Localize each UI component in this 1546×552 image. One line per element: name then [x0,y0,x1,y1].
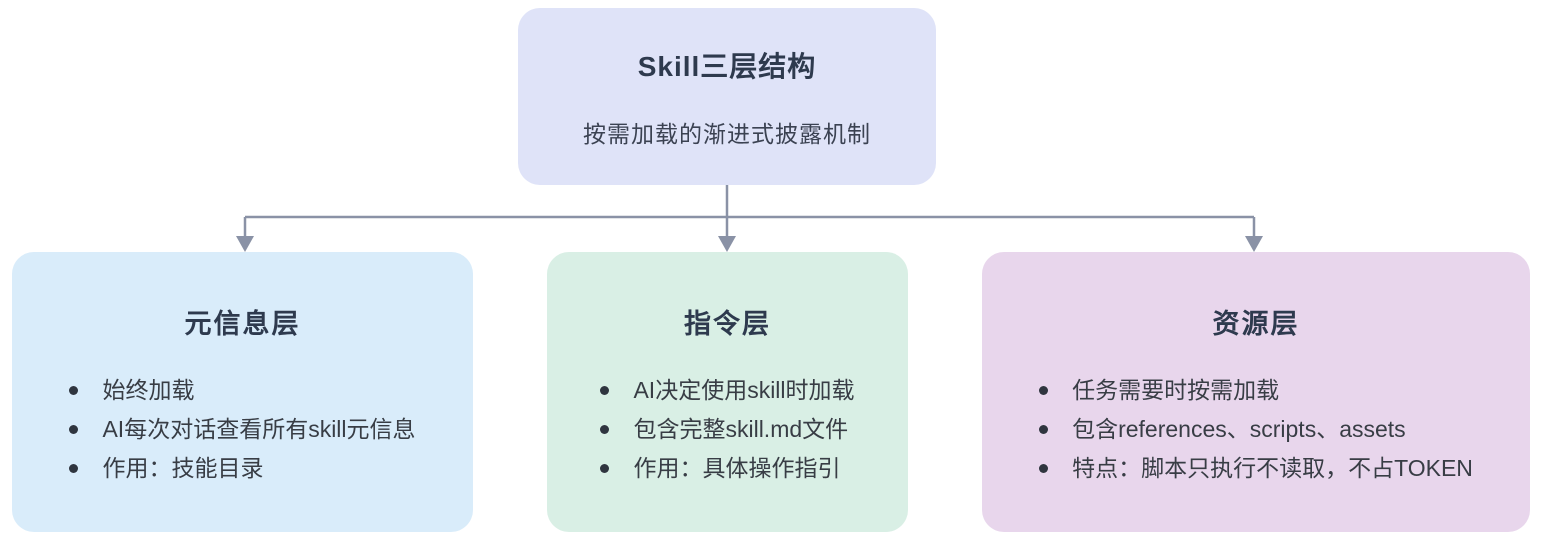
layer-node-instruction: 指令层 AI决定使用skill时加载 包含完整skill.md文件 作用：具体操… [547,252,908,532]
list-item: 作用：具体操作指引 [600,449,854,488]
bullet-dot-icon [1039,386,1049,395]
bullet-dot-icon [69,425,79,434]
layer-title-meta-info: 元信息层 [184,309,301,339]
list-item: AI决定使用skill时加载 [600,371,855,410]
root-node-skill-structure: Skill三层结构 按需加载的渐进式披露机制 [518,8,936,185]
list-item: 任务需要时按需加载 [1039,371,1473,410]
bullet-dot-icon [600,386,610,395]
bullet-dot-icon [1039,425,1049,434]
bullet-list-resource: 任务需要时按需加载 包含references、scripts、assets 特点… [1039,371,1473,488]
arrow-down-icon [236,236,254,252]
bullet-list-instruction: AI决定使用skill时加载 包含完整skill.md文件 作用：具体操作指引 [600,371,855,488]
bullet-text: AI决定使用skill时加载 [633,377,855,403]
bullet-text: 特点：脚本只执行不读取，不占TOKEN [1072,455,1473,481]
bullet-dot-icon [600,425,610,434]
bullet-text: 包含references、scripts、assets [1072,416,1406,442]
root-title: Skill三层结构 [637,50,817,82]
root-subtitle: 按需加载的渐进式披露机制 [583,120,871,147]
arrow-down-icon [718,236,736,252]
bullet-text: 始终加载 [102,377,195,403]
bullet-dot-icon [69,386,79,395]
list-item: 始终加载 [69,371,415,410]
bullet-list-meta-info: 始终加载 AI每次对话查看所有skill元信息 作用：技能目录 [69,371,416,488]
bullet-text: 任务需要时按需加载 [1072,377,1280,403]
bullet-text: AI每次对话查看所有skill元信息 [102,416,416,442]
bullet-dot-icon [69,464,79,473]
layer-node-resource: 资源层 任务需要时按需加载 包含references、scripts、asset… [982,252,1530,532]
bullet-text: 作用：技能目录 [102,455,264,481]
bullet-dot-icon [1039,464,1049,473]
arrow-down-icon [1245,236,1263,252]
bullet-text: 作用：具体操作指引 [633,455,841,481]
layer-title-resource: 资源层 [1212,309,1300,339]
layer-node-meta-info: 元信息层 始终加载 AI每次对话查看所有skill元信息 作用：技能目录 [12,252,473,532]
list-item: AI每次对话查看所有skill元信息 [69,410,416,449]
list-item: 作用：技能目录 [69,449,415,488]
list-item: 包含完整skill.md文件 [600,410,854,449]
bullet-text: 包含完整skill.md文件 [633,416,849,442]
list-item: 特点：脚本只执行不读取，不占TOKEN [1039,449,1473,488]
layer-title-instruction: 指令层 [684,309,771,339]
list-item: 包含references、scripts、assets [1039,410,1473,449]
bullet-dot-icon [600,464,610,473]
